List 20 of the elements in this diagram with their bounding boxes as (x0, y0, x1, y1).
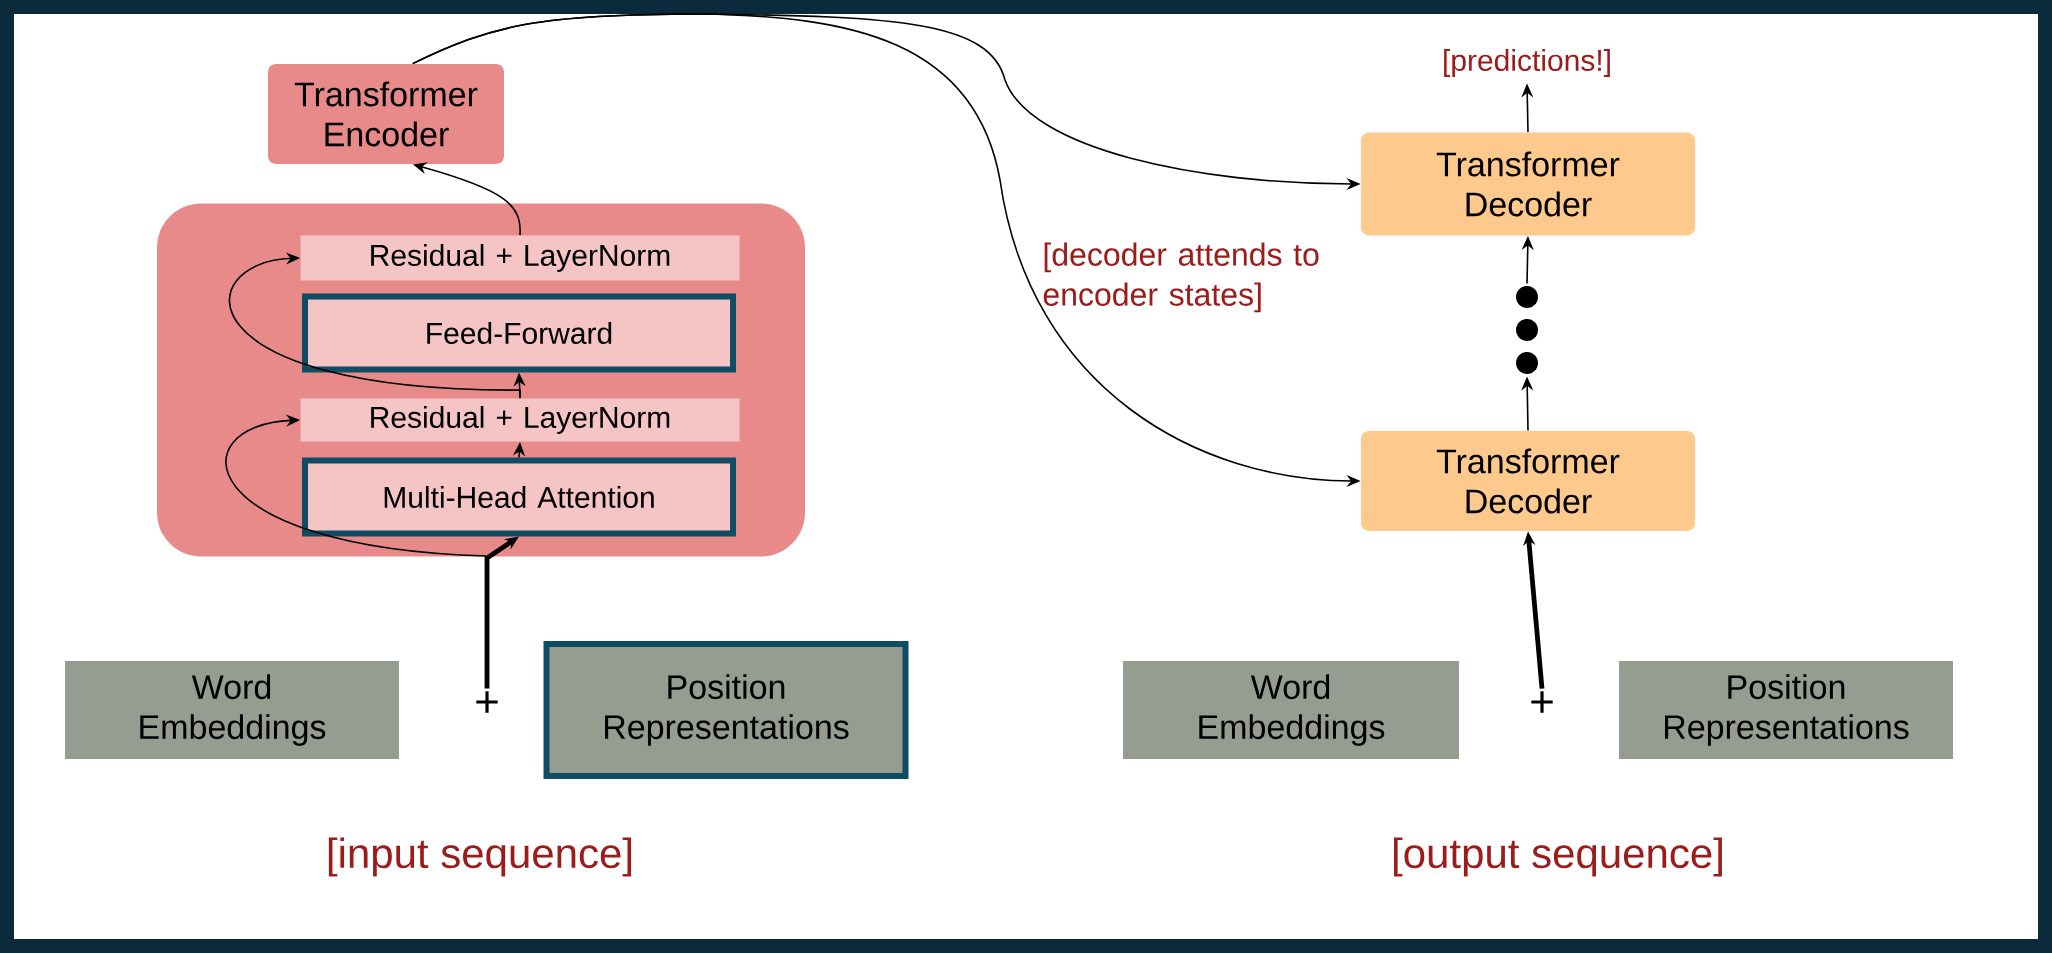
arrow (229, 252, 521, 399)
embedding-box: Position Representations (1619, 661, 1953, 759)
embedding-box: Position Representations (543, 641, 909, 779)
decoder-box: Transformer Decoder (1361, 132, 1695, 236)
plus-sign: + (1531, 691, 1553, 713)
encoder-box: Transformer Encoder (268, 64, 504, 164)
attention-box: Multi-Head Attention (302, 457, 736, 537)
layer-norm-box: Residual + LayerNorm (300, 398, 740, 442)
arrow (225, 414, 487, 557)
embedding-box: Word Embeddings (1123, 661, 1459, 759)
output-label: [predictions!] (1444, 49, 1610, 77)
plus-sign: + (476, 691, 498, 713)
embedding-box: Word Embeddings (65, 661, 399, 759)
sequence-label: [output sequence] (1394, 837, 1722, 877)
layer-norm-box: Residual + LayerNorm (300, 235, 740, 281)
ellipsis-dots (1516, 286, 1538, 374)
annotation-text: [decoder attends to encoder states] (1043, 242, 1319, 313)
feed-forward-box: Feed-Forward (302, 293, 736, 373)
sequence-label: [input sequence] (328, 837, 632, 877)
decoder-box: Transformer Decoder (1361, 431, 1695, 531)
